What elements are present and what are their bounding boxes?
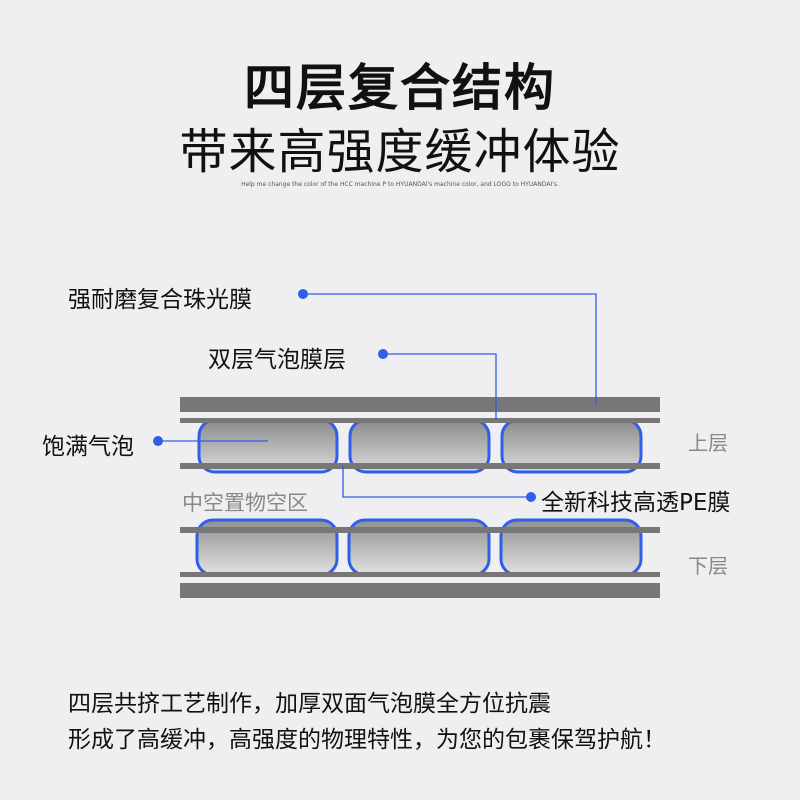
description-line-2: 形成了高缓冲，高强度的物理特性，为您的包裹保驾护航！ <box>68 727 666 753</box>
outer-film-bar-top <box>180 397 660 412</box>
label-double-bubble: 双层气泡膜层 <box>208 347 346 373</box>
film-bar <box>180 463 660 469</box>
upper-bubbles <box>197 418 643 474</box>
outer-film-bar-bottom <box>180 583 660 598</box>
film-bar <box>180 527 660 533</box>
lower-bubbles <box>195 518 643 577</box>
film-bar <box>180 418 660 423</box>
leader-dots <box>153 289 536 502</box>
label-hollow: 中空置物空区 <box>182 491 308 515</box>
label-lower: 下层 <box>688 554 728 578</box>
leader-lines <box>158 293 597 498</box>
title: 四层复合结构 <box>244 59 556 117</box>
note-text: Help me change the color of the HCC mach… <box>241 181 559 188</box>
label-pe-film: 全新科技高透PE膜 <box>541 490 731 516</box>
film-bar <box>180 572 660 577</box>
label-upper: 上层 <box>688 431 728 455</box>
label-full-bubble: 饱满气泡 <box>42 434 134 460</box>
label-pearl-film: 强耐磨复合珠光膜 <box>68 287 252 313</box>
subtitle: 带来高强度缓冲体验 <box>179 124 621 180</box>
description-line-1: 四层共挤工艺制作，加厚双面气泡膜全方位抗震 <box>68 691 551 717</box>
